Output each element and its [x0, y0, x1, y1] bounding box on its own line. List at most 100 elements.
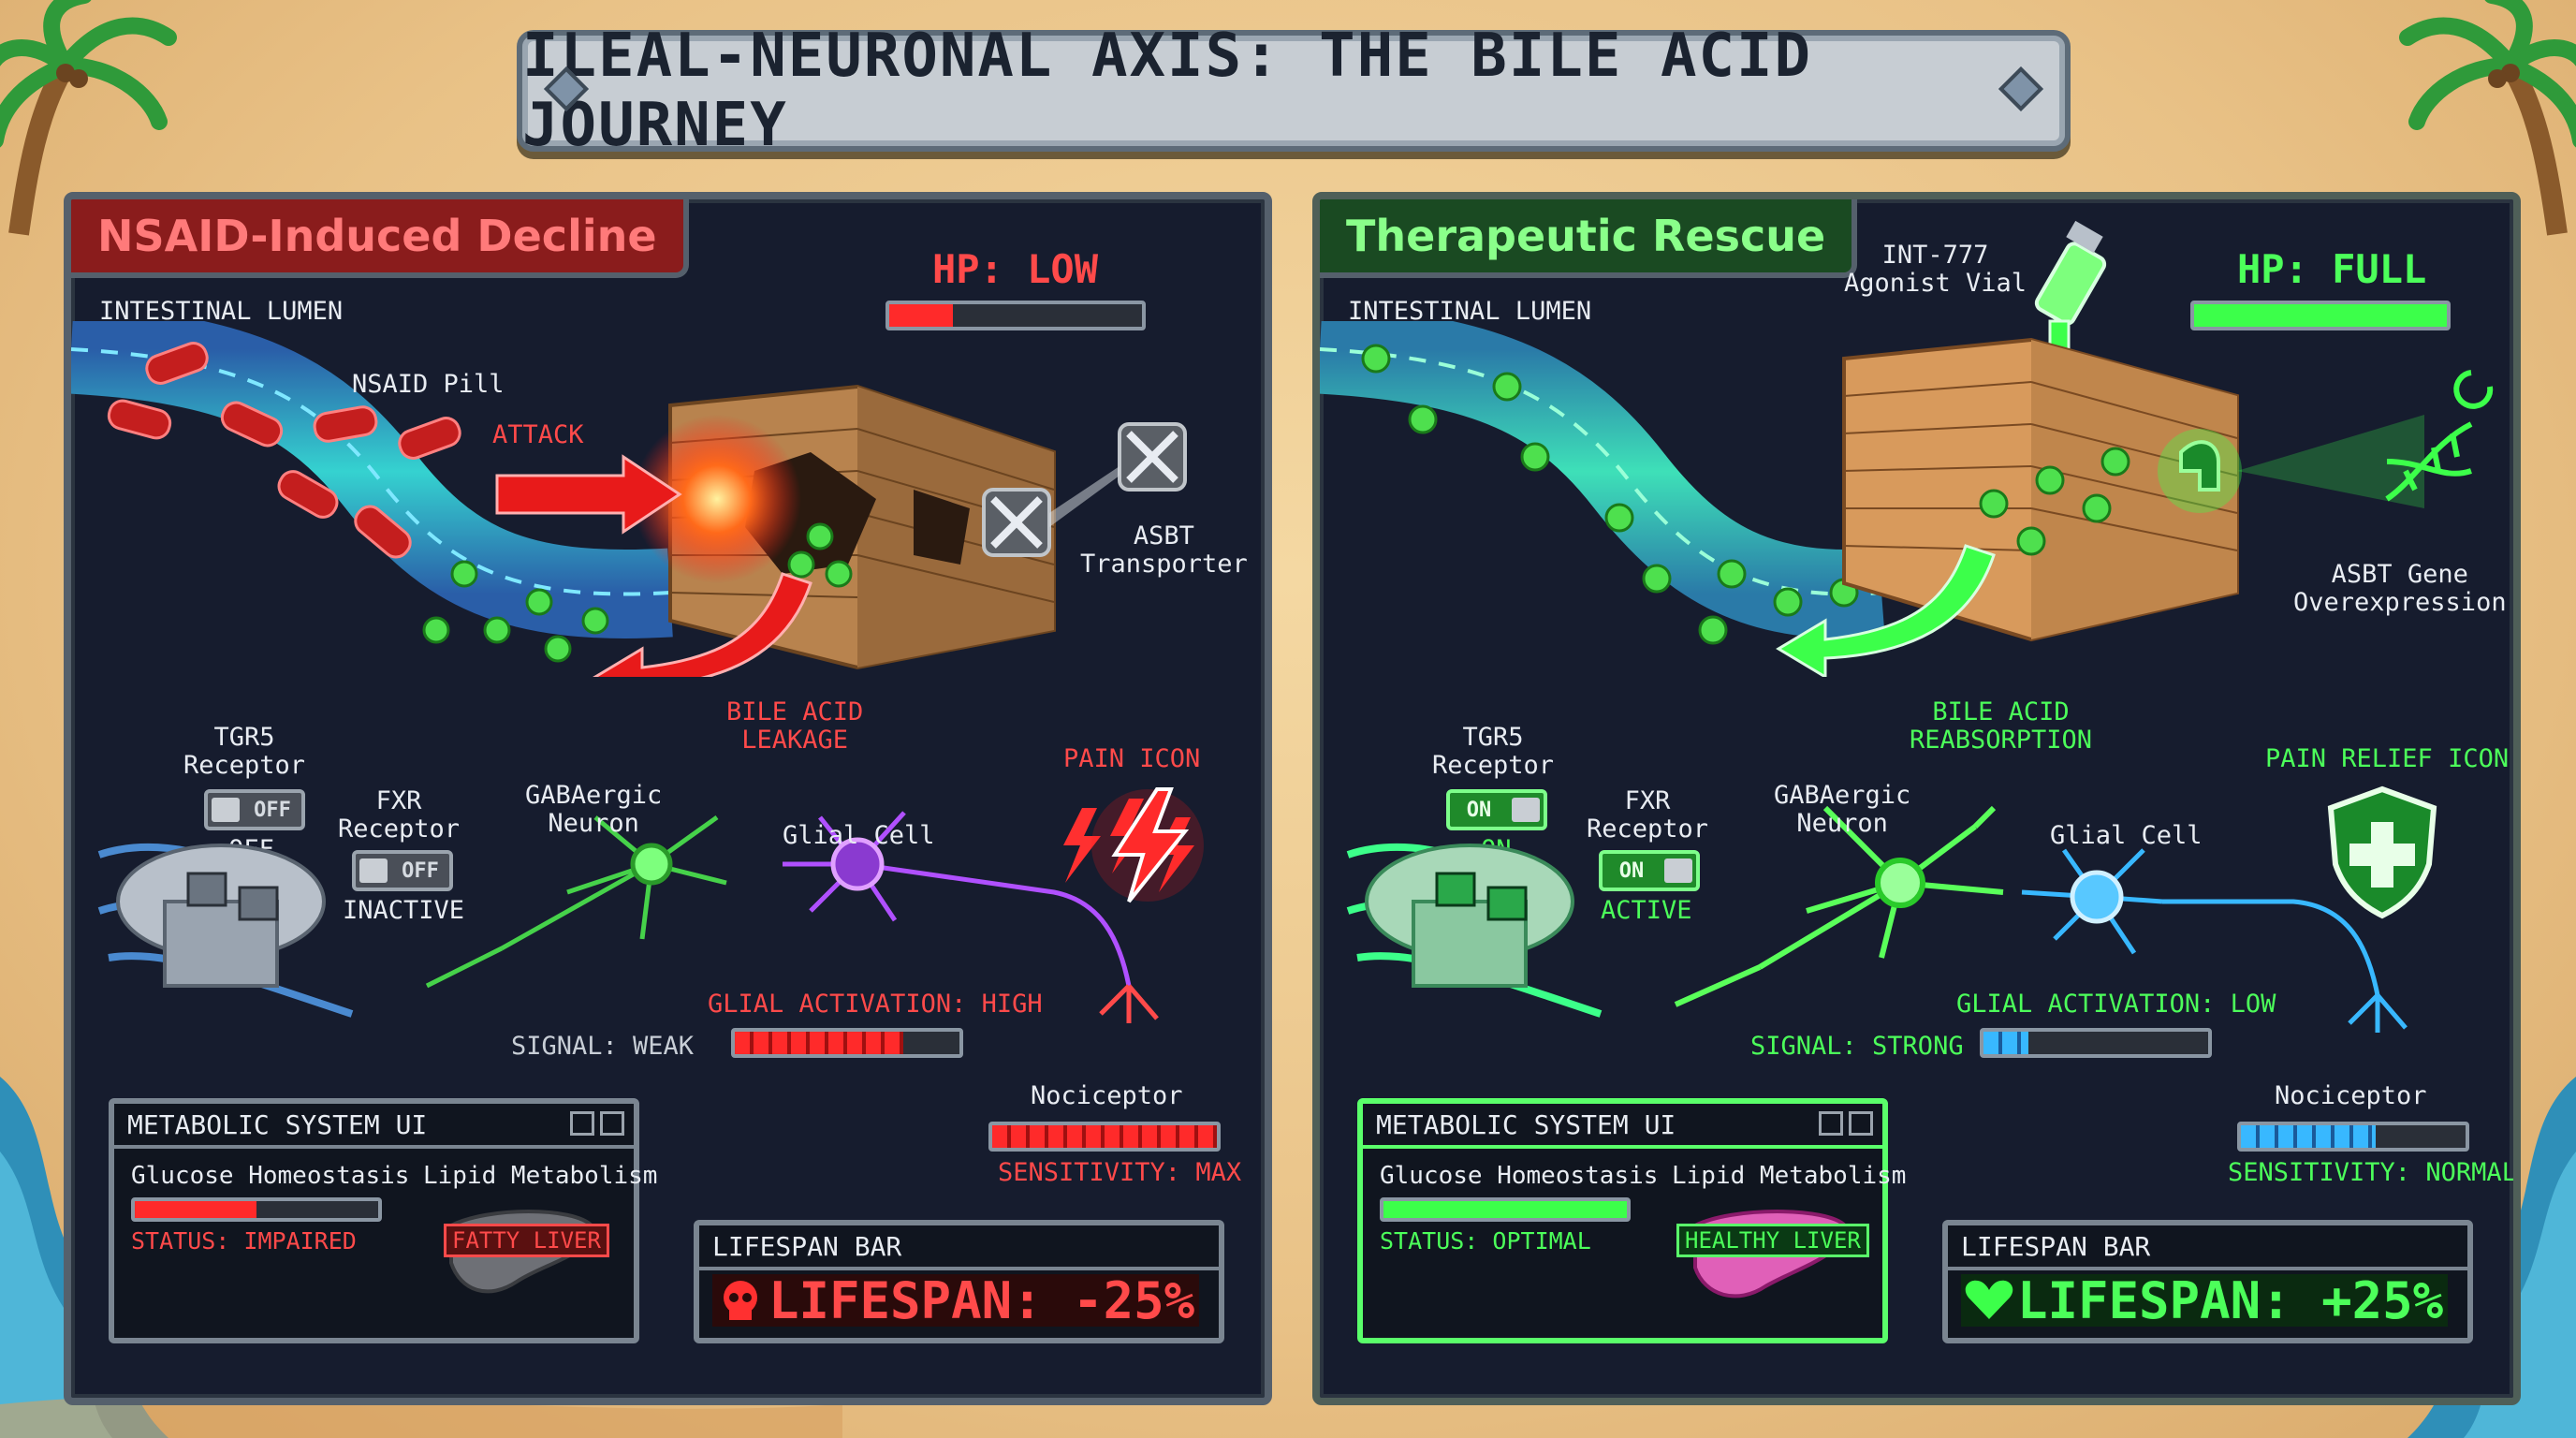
attack-arrow-icon — [495, 454, 682, 535]
glucose-label: Glucose Homeostasis — [131, 1162, 410, 1190]
glucose-status: STATUS: IMPAIRED — [131, 1227, 357, 1255]
tgr5-toggle[interactable]: ON — [1446, 789, 1547, 830]
signal-label: SIGNAL: WEAK — [511, 1032, 695, 1061]
lifespan-title: LIFESPAN BAR — [699, 1225, 1219, 1270]
vial-label: INT-777 Agonist Vial — [1844, 241, 2027, 298]
glial-activation-label: GLIAL ACTIVATION: HIGH — [708, 990, 1043, 1019]
attack-label: ATTACK — [492, 420, 584, 449]
nociceptor-icon — [2348, 993, 2408, 1033]
lifespan-window: LIFESPAN BAR LIFESPAN: -25% — [694, 1220, 1224, 1343]
transporter-label: ASBT Transporter — [1080, 521, 1248, 579]
nerve-scene — [97, 799, 1194, 1023]
hp-bar — [2190, 301, 2451, 330]
glial-label: Glial Cell — [783, 821, 935, 850]
glial-activation-bar — [731, 1028, 963, 1058]
palm-tree-icon — [0, 0, 177, 236]
intestine-scene — [1320, 321, 2494, 677]
asbt-transporter-icon — [2158, 429, 2242, 513]
pain-icon-caption: PAIN ICON — [1063, 744, 1201, 773]
metabolic-window-title: METABOLIC SYSTEM UI — [127, 1108, 428, 1140]
gene-label: ASBT Gene Overexpression — [2293, 560, 2507, 617]
glucose-status: STATUS: OPTIMAL — [1380, 1227, 1591, 1255]
glial-activation-fill — [1983, 1032, 2028, 1054]
fxr-state: ACTIVE — [1601, 896, 1692, 925]
lifespan-bar: LIFESPAN: +25% — [1961, 1270, 2448, 1330]
sensitivity-label: SENSITIVITY: NORMAL — [2228, 1158, 2517, 1187]
lifespan-value: LIFESPAN: +25% — [2017, 1270, 2444, 1330]
page-title: ILEAL-NEURONAL AXIS: THE BILE ACID JOURN… — [522, 22, 1813, 160]
reabsorption-label: BILE ACID REABSORPTION — [1910, 697, 2093, 755]
title-banner: ILEAL-NEURONAL AXIS: THE BILE ACID JOURN… — [517, 22, 2071, 160]
palm-tree-icon — [2399, 0, 2576, 236]
dna-icon — [2385, 370, 2494, 502]
spinal-cord-icon — [97, 843, 354, 1018]
fxr-state: INACTIVE — [343, 896, 465, 925]
panel-title: Therapeutic Rescue — [1320, 199, 1858, 278]
transporter-blocked-icon — [982, 422, 1187, 557]
minimize-icon[interactable] — [570, 1111, 594, 1136]
pain-relief-icon-caption: PAIN RELIEF ICON — [2265, 744, 2510, 773]
sensitivity-label: SENSITIVITY: MAX — [998, 1158, 1242, 1187]
hp-bar — [886, 301, 1146, 330]
glial-label: Glial Cell — [2050, 821, 2203, 850]
gabaergic-neuron-icon — [425, 814, 727, 989]
skull-icon — [724, 1281, 757, 1320]
leakage-label: BILE ACID LEAKAGE — [726, 697, 864, 755]
minimize-icon[interactable] — [1819, 1111, 1843, 1136]
heart-icon — [1965, 1280, 2013, 1319]
fxr-toggle[interactable]: OFF — [352, 850, 453, 891]
glial-activation-fill — [735, 1032, 903, 1054]
glial-activation-bar — [1980, 1028, 2212, 1058]
reabsorption-arrow-icon — [1776, 544, 1996, 677]
nociceptor-label: Nociceptor — [1031, 1081, 1183, 1110]
maximize-icon[interactable] — [1849, 1111, 1873, 1136]
pain-icon — [1091, 787, 1204, 903]
tgr5-label: TGR5 Receptor — [1432, 723, 1555, 780]
glucose-label: Glucose Homeostasis — [1380, 1162, 1659, 1190]
lifespan-window: LIFESPAN BAR LIFESPAN: +25% — [1942, 1220, 2473, 1343]
liver-label: HEALTHY LIVER — [1676, 1224, 1869, 1257]
intestine-scene — [71, 321, 1187, 677]
signal-label: SIGNAL: STRONG — [1750, 1032, 1964, 1061]
neuron-label: GABAergic Neuron — [1774, 781, 1911, 838]
glucose-bar-fill — [135, 1201, 256, 1218]
tgr5-label: TGR5 Receptor — [183, 723, 306, 780]
nociceptor-bar — [2237, 1122, 2469, 1152]
panel-title: NSAID-Induced Decline — [71, 199, 689, 278]
hp-bar-fill — [889, 304, 953, 327]
nerve-scene — [1346, 805, 2408, 1033]
lipid-label: Lipid Metabolism — [423, 1162, 658, 1190]
lipid-label: Lipid Metabolism — [1672, 1162, 1907, 1190]
glial-cell-icon — [2021, 848, 2380, 996]
decline-panel: NSAID-Induced Decline HP: LOW INTESTINAL… — [64, 192, 1272, 1405]
glial-cell-icon — [783, 811, 1132, 987]
maximize-icon[interactable] — [600, 1111, 624, 1136]
gabaergic-neuron-icon — [1674, 805, 2004, 1007]
spinal-cord-icon — [1346, 843, 1603, 1018]
bile-acid-beads — [422, 522, 853, 663]
fxr-toggle[interactable]: ON — [1599, 850, 1700, 891]
glial-activation-label: GLIAL ACTIVATION: LOW — [1956, 990, 2276, 1019]
explosion-icon — [633, 415, 801, 583]
tgr5-toggle[interactable]: OFF — [204, 789, 305, 830]
glucose-bar — [131, 1197, 382, 1222]
nsaid-pills — [107, 342, 461, 559]
nociceptor-fill — [2241, 1125, 2376, 1148]
pill-label: NSAID Pill — [352, 370, 505, 399]
fxr-label: FXR Receptor — [338, 786, 461, 844]
metabolic-window: METABOLIC SYSTEM UI Glucose Homeostasis … — [1357, 1098, 1906, 1343]
hp-label: HP: LOW — [932, 246, 1099, 292]
nociceptor-label: Nociceptor — [2275, 1081, 2427, 1110]
lifespan-title: LIFESPAN BAR — [1948, 1225, 2467, 1270]
nociceptor-fill — [992, 1125, 1217, 1148]
nociceptor-icon — [1099, 984, 1159, 1023]
shield-plus-icon — [2327, 785, 2437, 919]
glucose-bar-fill — [1383, 1201, 1627, 1218]
metabolic-window-title: METABOLIC SYSTEM UI — [1376, 1108, 1676, 1140]
nociceptor-bar — [988, 1122, 1221, 1152]
rescue-panel: Therapeutic Rescue INT-777 Agonist Vial … — [1312, 192, 2521, 1405]
intestine-tube — [1320, 321, 1885, 638]
hp-label: HP: FULL — [2237, 246, 2427, 292]
